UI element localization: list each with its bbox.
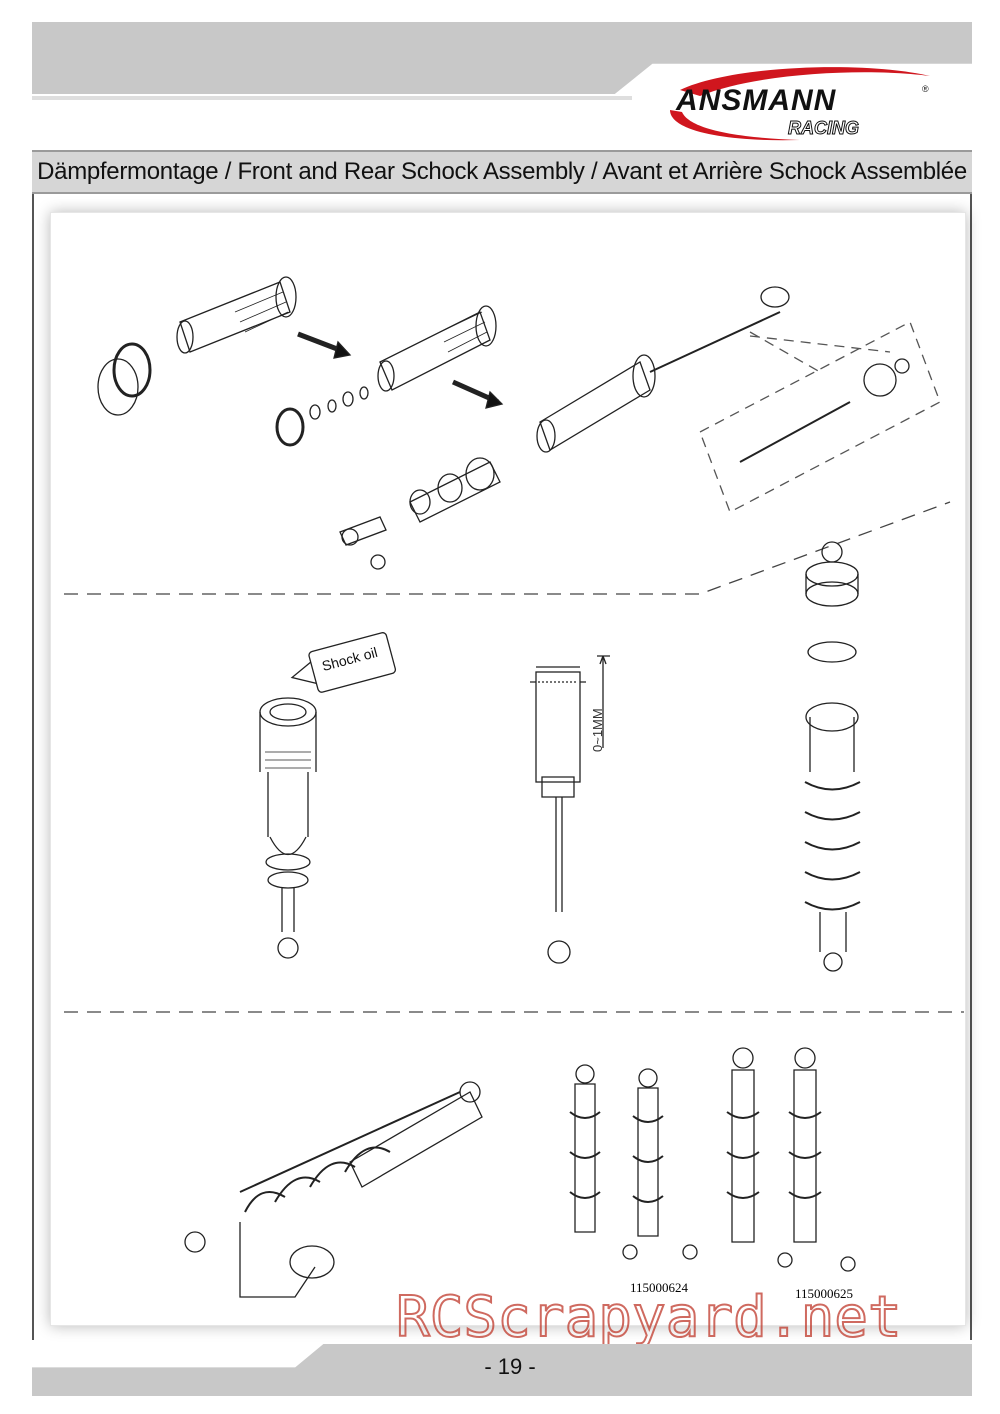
shock-oil-label: Shock oil: [320, 644, 379, 674]
finished-shocks-long: [726, 1047, 856, 1272]
gap-label: 0~1MM: [590, 708, 605, 752]
divider-top: [64, 501, 951, 595]
step1-shock-body: [97, 276, 297, 416]
step3-shock-body: [536, 286, 790, 453]
boot-and-rod-end: [339, 457, 501, 570]
part-number-long: 115000625: [795, 1286, 853, 1301]
detail-callout-box: [699, 321, 941, 513]
step2-shock-body: [377, 305, 497, 392]
page-title: Dämpfermontage / Front and Rear Schock A…: [32, 150, 972, 194]
diagram-panel: [50, 212, 966, 1326]
step1-piston-parts: [275, 386, 369, 447]
content-frame: [32, 194, 972, 1340]
step4-shock-filling: [259, 697, 317, 959]
part-number-short: 115000624: [630, 1280, 689, 1295]
ansmann-racing-logo: ANSMANN ® RACING: [670, 67, 930, 141]
oil-bottle: [290, 632, 397, 693]
step5-gap-section: [530, 655, 610, 964]
watermark: RCScrapyard.net: [395, 1284, 903, 1348]
registered-mark: ®: [922, 84, 929, 94]
step6-spring-assembly: [804, 541, 861, 972]
step7-installed-shock: [184, 1081, 483, 1298]
brand-sub-text: RACING: [788, 118, 859, 138]
watermark-text: RCScrapyard.net: [396, 1285, 902, 1348]
page-number: - 19 -: [484, 1354, 536, 1379]
shock-assembly-diagram: Shock oil 0~1MM 115000624 115000625: [64, 276, 964, 1301]
brand-text: ANSMANN: [675, 84, 837, 117]
header-band-shadow: [32, 96, 632, 100]
shaft-detail: [739, 358, 910, 463]
finished-shocks-short: [569, 1064, 698, 1260]
detail-callout-lines: [749, 331, 891, 373]
